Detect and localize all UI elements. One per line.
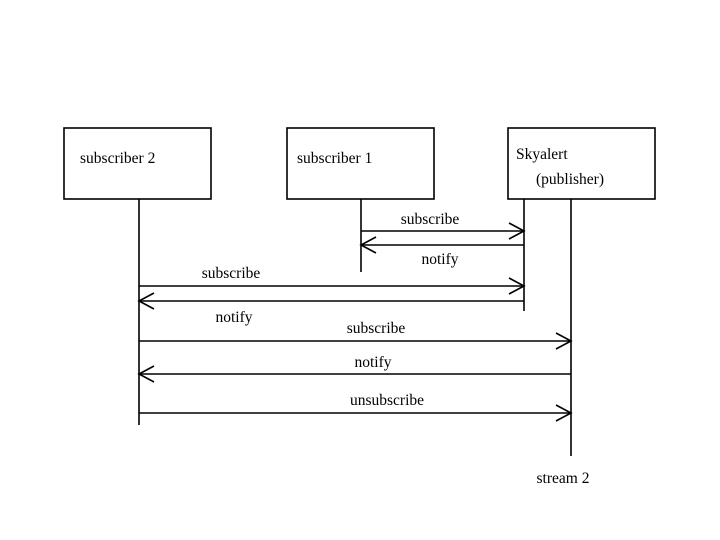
message-label-4: notify [215,309,252,326]
message-label-5: subscribe [347,320,406,337]
participant-box-skyalert [507,127,656,200]
message-label-7: unsubscribe [350,392,424,409]
message-2-notify: notify [359,236,524,268]
message-6-notify: notify [137,354,571,383]
participant-label-subscriber-2: subscriber 2 [80,150,155,167]
participant-label-skyalert-publisher: (publisher) [536,171,604,188]
arrowhead-left-2 [359,236,377,254]
message-4-notify: notify [137,292,524,326]
arrowhead-right-7 [555,404,573,422]
message-label-1: subscribe [401,211,460,228]
participant-subscriber-2: subscriber 2 [63,127,212,425]
message-label-6: notify [354,354,391,371]
participant-label-subscriber-1: subscriber 1 [297,150,372,167]
arrowhead-right-1 [508,222,526,240]
participant-box-subscriber-2 [63,127,212,200]
participant-label-skyalert: Skyalert [516,146,568,163]
participant-box-subscriber-1 [286,127,435,200]
lifeline-label-stream-2: stream 2 [537,470,590,487]
participant-subscriber-1: subscriber 1 [286,127,435,272]
message-1-subscribe: subscribe [361,211,526,240]
arrowhead-left-6 [137,365,155,383]
message-3-subscribe: subscribe [139,265,526,295]
participant-skyalert: Skyalert (publisher) [507,127,656,456]
message-label-2: notify [421,251,458,268]
arrowhead-right-3 [508,277,526,295]
arrowhead-left-4 [137,292,155,310]
message-label-3: subscribe [202,265,261,282]
message-7-unsubscribe: unsubscribe [139,392,573,422]
message-5-subscribe: subscribe [139,320,573,350]
arrowhead-right-5 [555,332,573,350]
